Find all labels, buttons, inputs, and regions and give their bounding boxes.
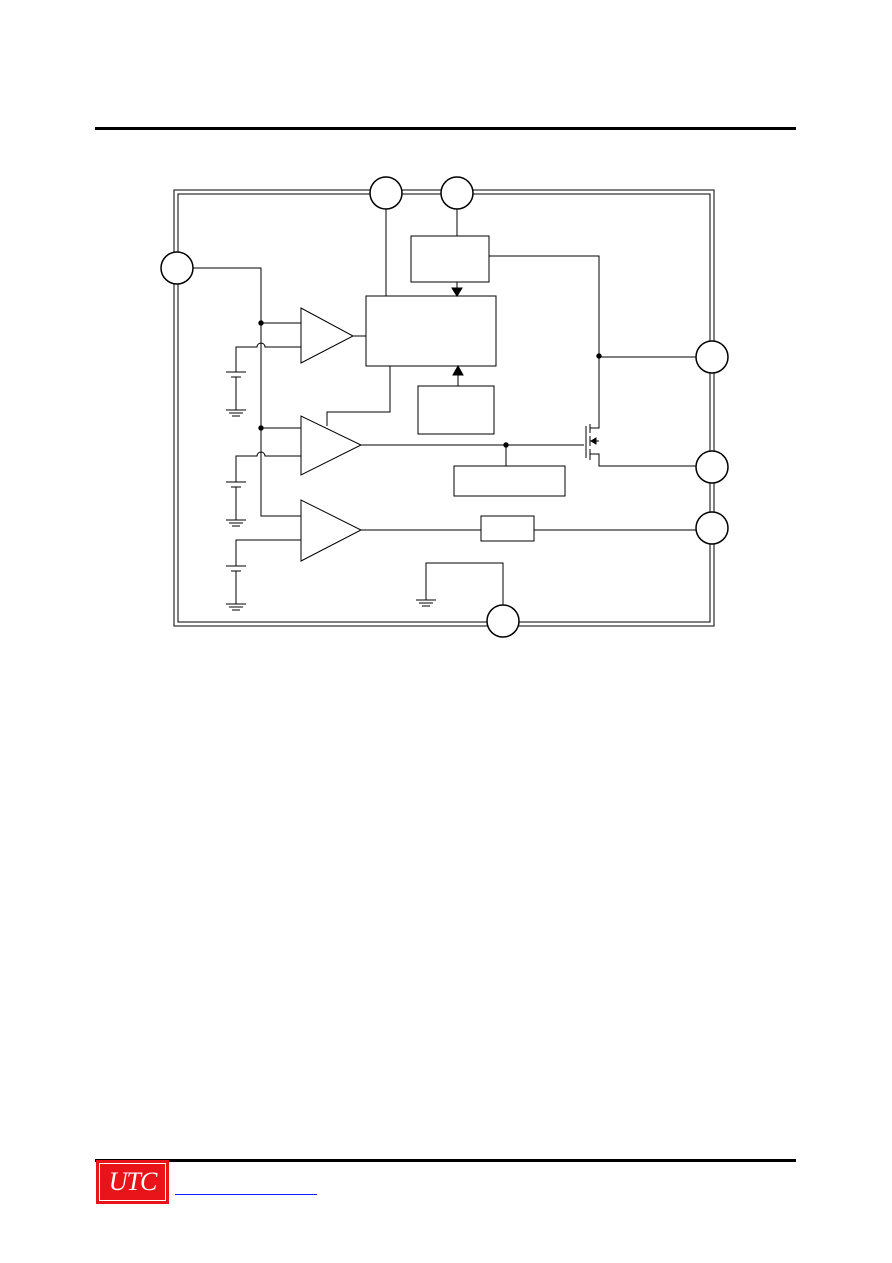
pin-right-2	[695, 450, 729, 484]
pin-top-2	[440, 176, 474, 210]
wire	[425, 562, 504, 605]
pin-bottom	[486, 604, 520, 638]
header-rule	[95, 127, 796, 130]
arrow-up	[452, 364, 464, 376]
utc-logo: UTC	[96, 1160, 169, 1204]
pin-left	[160, 251, 194, 285]
package-outline-inner	[177, 193, 711, 623]
logo-text: UTC	[108, 1167, 158, 1196]
package-outline-outer	[173, 189, 715, 627]
block-reference	[417, 385, 495, 435]
wire	[489, 255, 696, 358]
block-top-small	[410, 235, 490, 283]
block-logic	[365, 295, 497, 367]
footer-rule	[95, 1159, 796, 1162]
wire	[235, 539, 301, 566]
mosfet-symbol	[585, 357, 696, 467]
wire	[235, 451, 301, 482]
pin-right-3	[695, 511, 729, 545]
wire	[193, 267, 301, 517]
junction-dot	[258, 320, 264, 326]
arrow-down	[451, 287, 463, 297]
comparator-2	[300, 415, 363, 476]
junction-dot	[258, 425, 264, 431]
diagram-part	[590, 437, 597, 445]
wire	[235, 342, 301, 372]
pin-right-1	[695, 340, 729, 374]
block-resistor	[480, 515, 535, 542]
wire	[326, 366, 391, 426]
pin-top-1	[369, 176, 403, 210]
website-link[interactable]	[175, 1194, 317, 1195]
block-bias	[453, 465, 566, 497]
comparator-1	[300, 307, 355, 364]
comparator-3	[300, 499, 363, 562]
diagram-part	[590, 357, 600, 429]
diagram-part	[590, 453, 696, 467]
